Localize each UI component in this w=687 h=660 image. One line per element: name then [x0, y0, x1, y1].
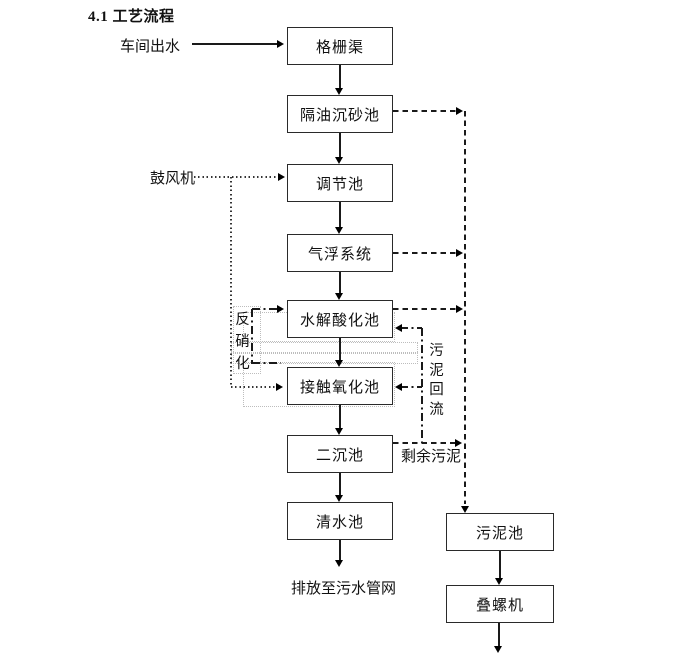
sludge-line-oil-grit: [393, 110, 457, 112]
sludge-return-branch-hydrolysis: [400, 327, 422, 329]
sludge-out-line: [498, 623, 500, 648]
denitrification-line: [252, 362, 281, 364]
arrowhead: [335, 293, 344, 300]
flow-line: [339, 64, 341, 90]
sludge-line-air-flotation: [393, 252, 457, 254]
arrowhead: [456, 304, 463, 313]
section-title: 4.1 工艺流程: [88, 9, 175, 25]
arrowhead: [335, 360, 344, 367]
sludge-return-line: [421, 328, 423, 443]
sludge-flow-line: [499, 551, 501, 580]
arrowhead: [494, 646, 503, 653]
blower-label: 鼓风机: [150, 170, 196, 187]
denitrification-label: 反硝化: [235, 312, 250, 372]
arrowhead: [335, 428, 344, 435]
arrowhead: [395, 382, 402, 391]
arrowhead: [335, 157, 344, 164]
flow-line: [339, 473, 341, 497]
node-secondary-sedimentation-tank: 二沉池: [287, 435, 393, 473]
node-air-flotation: 气浮系统: [287, 234, 393, 272]
air-line-oxidation: [231, 386, 276, 388]
excess-sludge-label: 剩余污泥: [401, 448, 462, 465]
source-label: 车间出水: [120, 38, 181, 55]
arrowhead: [460, 506, 469, 513]
arrowhead: [276, 382, 283, 391]
sludge-return-label: 污泥回流: [429, 343, 444, 418]
arrowhead: [495, 578, 504, 585]
denitrification-line: [252, 308, 277, 310]
flow-line: [339, 338, 341, 362]
arrowhead: [456, 248, 463, 257]
arrowhead: [456, 106, 463, 115]
arrowhead: [395, 323, 402, 332]
node-grid-channel: 格栅渠: [287, 27, 393, 65]
frame-artifact: [233, 306, 261, 374]
denitrification-line: [251, 309, 253, 364]
air-line-drop: [230, 177, 232, 387]
excess-sludge-line: [393, 442, 455, 444]
node-clean-water-tank: 清水池: [287, 502, 393, 540]
node-regulating-tank: 调节池: [287, 164, 393, 202]
node-hydrolysis-tank: 水解酸化池: [287, 300, 393, 338]
node-oil-grit-tank: 隔油沉砂池: [287, 95, 393, 133]
arrowhead: [335, 88, 344, 95]
flow-line-outfall: [339, 540, 341, 562]
arrowhead: [335, 227, 344, 234]
arrowhead: [455, 438, 462, 447]
sludge-collector-line: [464, 111, 466, 504]
flow-line-source: [192, 43, 278, 45]
frame-artifact: [243, 362, 395, 407]
flow-line: [339, 202, 341, 229]
sludge-line-hydrolysis: [393, 308, 457, 310]
arrowhead: [335, 560, 344, 567]
arrowhead: [278, 172, 285, 181]
arrowhead: [277, 304, 284, 313]
air-line-regulating: [194, 176, 278, 178]
node-sludge-tank: 污泥池: [446, 513, 554, 551]
arrowhead: [277, 39, 284, 48]
flow-line: [339, 133, 341, 159]
flow-line: [339, 272, 341, 295]
node-screw-press: 叠螺机: [446, 585, 554, 623]
node-contact-oxidation-tank: 接触氧化池: [287, 367, 393, 405]
outfall-label: 排放至污水管网: [291, 580, 397, 597]
arrowhead: [335, 495, 344, 502]
flow-line: [339, 405, 341, 430]
sludge-return-branch-oxidation: [400, 386, 422, 388]
